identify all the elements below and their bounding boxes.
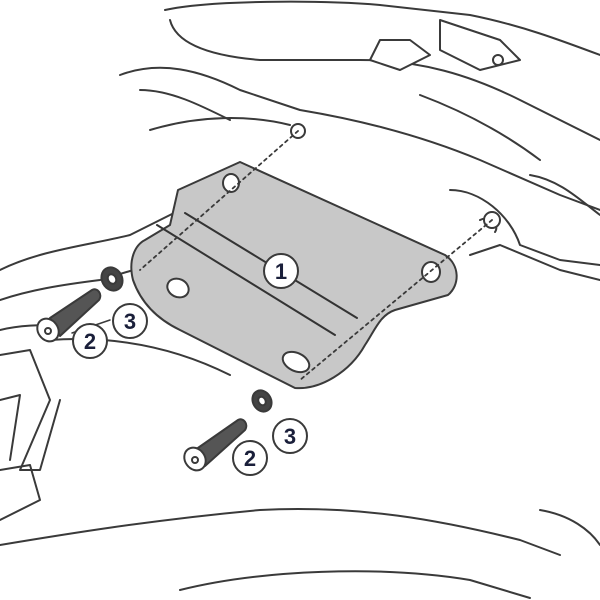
bolt-left: [36, 288, 102, 343]
callout-bolt-bottom: 2: [232, 440, 268, 476]
callout-washer-bottom: 3: [272, 418, 308, 454]
callout-washer-left: 3: [112, 303, 148, 339]
callout-bolt-left: 2: [72, 323, 108, 359]
assembly-guide-lines: [139, 130, 493, 381]
svg-text:1: 1: [275, 259, 287, 284]
svg-text:2: 2: [244, 446, 256, 471]
washer-left: [100, 266, 124, 292]
svg-text:3: 3: [284, 424, 296, 449]
svg-text:3: 3: [124, 309, 136, 334]
svg-text:2: 2: [84, 329, 96, 354]
washer-bottom: [251, 389, 273, 413]
bolt-bottom: [183, 418, 248, 472]
callout-plate: 1: [263, 253, 299, 289]
